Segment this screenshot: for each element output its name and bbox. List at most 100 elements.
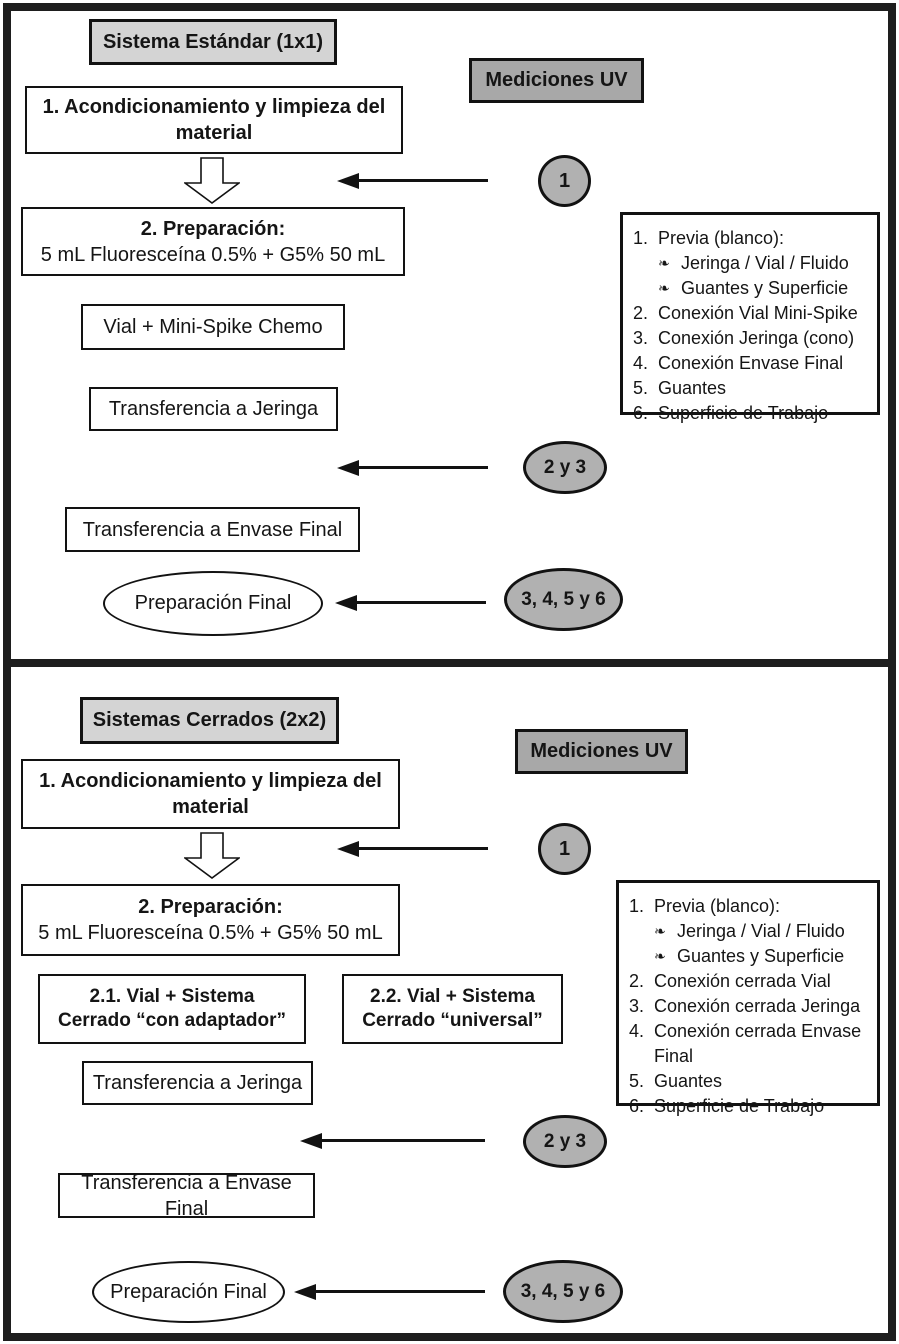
- panel2-step2-title: 2. Preparación:: [138, 896, 283, 918]
- panel2-transferencia-jeringa-box: Transferencia a Jeringa: [82, 1061, 313, 1105]
- down-arrow-icon: [184, 157, 240, 204]
- leaf-bullet-icon: ❧: [658, 255, 670, 271]
- legend-item: 1. Previa (blanco):: [629, 894, 873, 919]
- panel2-arrow3-line: [313, 1290, 485, 1293]
- panel1-transferencia-envase-label: Transferencia a Envase Final: [82, 518, 343, 541]
- panel1-step1-line1: 1. Acondicionamiento y limpieza del: [42, 96, 386, 118]
- legend-item: ❧ Jeringa / Vial / Fluido: [654, 919, 873, 944]
- legend-marker: 1.: [629, 896, 645, 916]
- panel1-step1-line2: material: [175, 122, 253, 144]
- panel1-preparacion-final-ellipse: Preparación Final: [103, 571, 323, 636]
- outer-frame: [3, 3, 896, 1341]
- panel2-transferencia-jeringa-label: Transferencia a Jeringa: [92, 1072, 303, 1094]
- panel1-arrow3-line: [354, 601, 486, 604]
- legend-item: 2.Conexión cerrada Vial: [629, 969, 873, 994]
- panel-divider: [3, 659, 896, 667]
- panel1-vial-minispike-box: Vial + Mini-Spike Chemo: [81, 304, 345, 350]
- panel1-legend-box: 1. Previa (blanco): ❧ Jeringa / Vial / Flu…: [620, 212, 880, 423]
- panel1-vial-minispike-label: Vial + Mini-Spike Chemo: [103, 316, 323, 338]
- panel2-mediciones-uv-box: Mediciones UV: [515, 729, 688, 774]
- panel2-transferencia-envase-label: Transferencia a Envase Final: [81, 1171, 292, 1220]
- legend-marker: 1.: [633, 228, 649, 248]
- legend-item: 2. Conexión Vial Mini-Spike: [633, 301, 873, 326]
- panel2-step2-box: 2. Preparación: 5 mL Fluoresceína 0.5% +…: [21, 884, 400, 956]
- legend-marker: 6.: [629, 1096, 645, 1116]
- panel2-step1-box: 1. Acondicionamiento y limpieza del mate…: [21, 759, 400, 829]
- panel2-step1-line2: material: [172, 796, 249, 818]
- leaf-bullet-icon: ❧: [654, 923, 666, 939]
- panel1-badge-3456-label: 3, 4, 5 y 6: [521, 588, 606, 610]
- legend-marker: 6.: [633, 403, 649, 423]
- panel1-transferencia-jeringa-box: Transferencia a Jeringa: [89, 387, 338, 431]
- legend-text: Jeringa / Vial / Fluido: [677, 921, 845, 941]
- legend-text: Guantes y Superficie: [681, 278, 849, 298]
- panel2-title: Sistemas Cerrados (2x2): [92, 709, 327, 731]
- legend-text: Jeringa / Vial / Fluido: [681, 253, 849, 273]
- panel2-step21-box: 2.1. Vial + Sistema Cerrado “con adaptad…: [38, 974, 306, 1044]
- panel1-title: Sistema Estándar (1x1): [102, 30, 324, 53]
- legend-marker: 4.: [633, 353, 649, 373]
- legend-text: Superficie de Trabajo: [654, 1096, 825, 1116]
- panel2-transferencia-envase-box: Transferencia a Envase Final: [58, 1172, 315, 1220]
- legend-text: Superficie de Trabajo: [658, 403, 829, 423]
- leaf-bullet-icon: ❧: [654, 948, 666, 964]
- panel1-badge-2y3: 2 y 3: [523, 441, 607, 494]
- legend-marker: 5.: [629, 1071, 645, 1091]
- panel2-badge-1: 1: [538, 823, 591, 875]
- panel2-preparacion-final-ellipse: Preparación Final: [92, 1261, 285, 1323]
- panel2-badge-3456: 3, 4, 5 y 6: [503, 1260, 623, 1323]
- legend-marker: 5.: [633, 378, 649, 398]
- panel2-arrow3-head-icon: [294, 1284, 316, 1300]
- panel1-arrow2-head-icon: [337, 460, 359, 476]
- panel1-badge-1-label: 1: [558, 169, 571, 192]
- legend-marker: 2.: [633, 303, 649, 323]
- panel2-step22-box: 2.2. Vial + Sistema Cerrado “universal”: [342, 974, 563, 1044]
- legend-marker: 2.: [629, 971, 645, 991]
- panel2-badge-2y3-label: 2 y 3: [543, 1130, 587, 1152]
- legend-text: Guantes y Superficie: [677, 946, 845, 966]
- panel1-badge-2y3-label: 2 y 3: [543, 456, 587, 478]
- panel2-badge-1-label: 1: [558, 837, 571, 860]
- panel2-step21-line2: Cerrado “con adaptador”: [57, 1010, 287, 1031]
- legend-text: Previa (blanco):: [654, 896, 781, 916]
- legend-text: Conexión Vial Mini-Spike: [658, 303, 858, 323]
- legend-item: 3. Conexión Jeringa (cono): [633, 326, 873, 351]
- panel1-step2-title: 2. Preparación:: [140, 217, 286, 240]
- legend-item: 6. Superficie de Trabajo: [629, 1094, 873, 1119]
- legend-text: Conexión Envase Final: [658, 353, 844, 373]
- panel2-step22-line1: 2.2. Vial + Sistema: [370, 986, 535, 1007]
- panel2-step22-line2: Cerrado “universal”: [362, 1010, 543, 1031]
- panel2-arrow2-line: [319, 1139, 485, 1142]
- panel2-badge-2y3: 2 y 3: [523, 1115, 607, 1168]
- panel1-arrow1-head-icon: [337, 173, 359, 189]
- panel1-title-box: Sistema Estándar (1x1): [89, 19, 337, 65]
- panel2-arrow1-line: [356, 847, 488, 850]
- panel1-badge-3456: 3, 4, 5 y 6: [504, 568, 623, 631]
- panel2-preparacion-final-label: Preparación Final: [110, 1280, 267, 1303]
- panel2-title-box: Sistemas Cerrados (2x2): [80, 697, 339, 744]
- panel2-legend-box: 1. Previa (blanco): ❧ Jeringa / Vial / Flu…: [616, 880, 880, 1116]
- panel2-arrow2-head-icon: [300, 1133, 322, 1149]
- legend-marker: 4.: [629, 1021, 645, 1041]
- panel2-step1-line1: 1. Acondicionamiento y limpieza del: [39, 770, 382, 792]
- legend-item: 4.Conexión cerrada Envase Final: [629, 1019, 873, 1069]
- legend-text: Conexión Jeringa (cono): [658, 328, 855, 348]
- panel1-step2-body: 5 mL Fluoresceína 0.5% + G5% 50 mL: [40, 243, 386, 266]
- legend-text: Previa (blanco):: [658, 228, 785, 248]
- legend-item: 5. Guantes: [629, 1069, 873, 1094]
- legend-item: 4. Conexión Envase Final: [633, 351, 873, 376]
- panel1-step1-box: 1. Acondicionamiento y limpieza del mate…: [25, 86, 403, 154]
- legend-item: 1. Previa (blanco):: [633, 226, 873, 251]
- panel1-arrow1-line: [356, 179, 488, 182]
- legend-text: Conexión cerrada Jeringa: [654, 996, 861, 1016]
- panel2-step2-body: 5 mL Fluoresceína 0.5% + G5% 50 mL: [38, 922, 383, 944]
- panel1-mediciones-uv-box: Mediciones UV: [469, 58, 644, 103]
- panel2-step21-line1: 2.1. Vial + Sistema: [89, 986, 255, 1007]
- legend-text: Guantes: [654, 1071, 723, 1091]
- panel2-badge-3456-label: 3, 4, 5 y 6: [520, 1280, 606, 1302]
- panel1-transferencia-jeringa-label: Transferencia a Jeringa: [108, 398, 319, 420]
- legend-marker: 3.: [633, 328, 649, 348]
- panel1-preparacion-final-label: Preparación Final: [134, 592, 292, 614]
- panel2-mediciones-uv-label: Mediciones UV: [530, 740, 673, 762]
